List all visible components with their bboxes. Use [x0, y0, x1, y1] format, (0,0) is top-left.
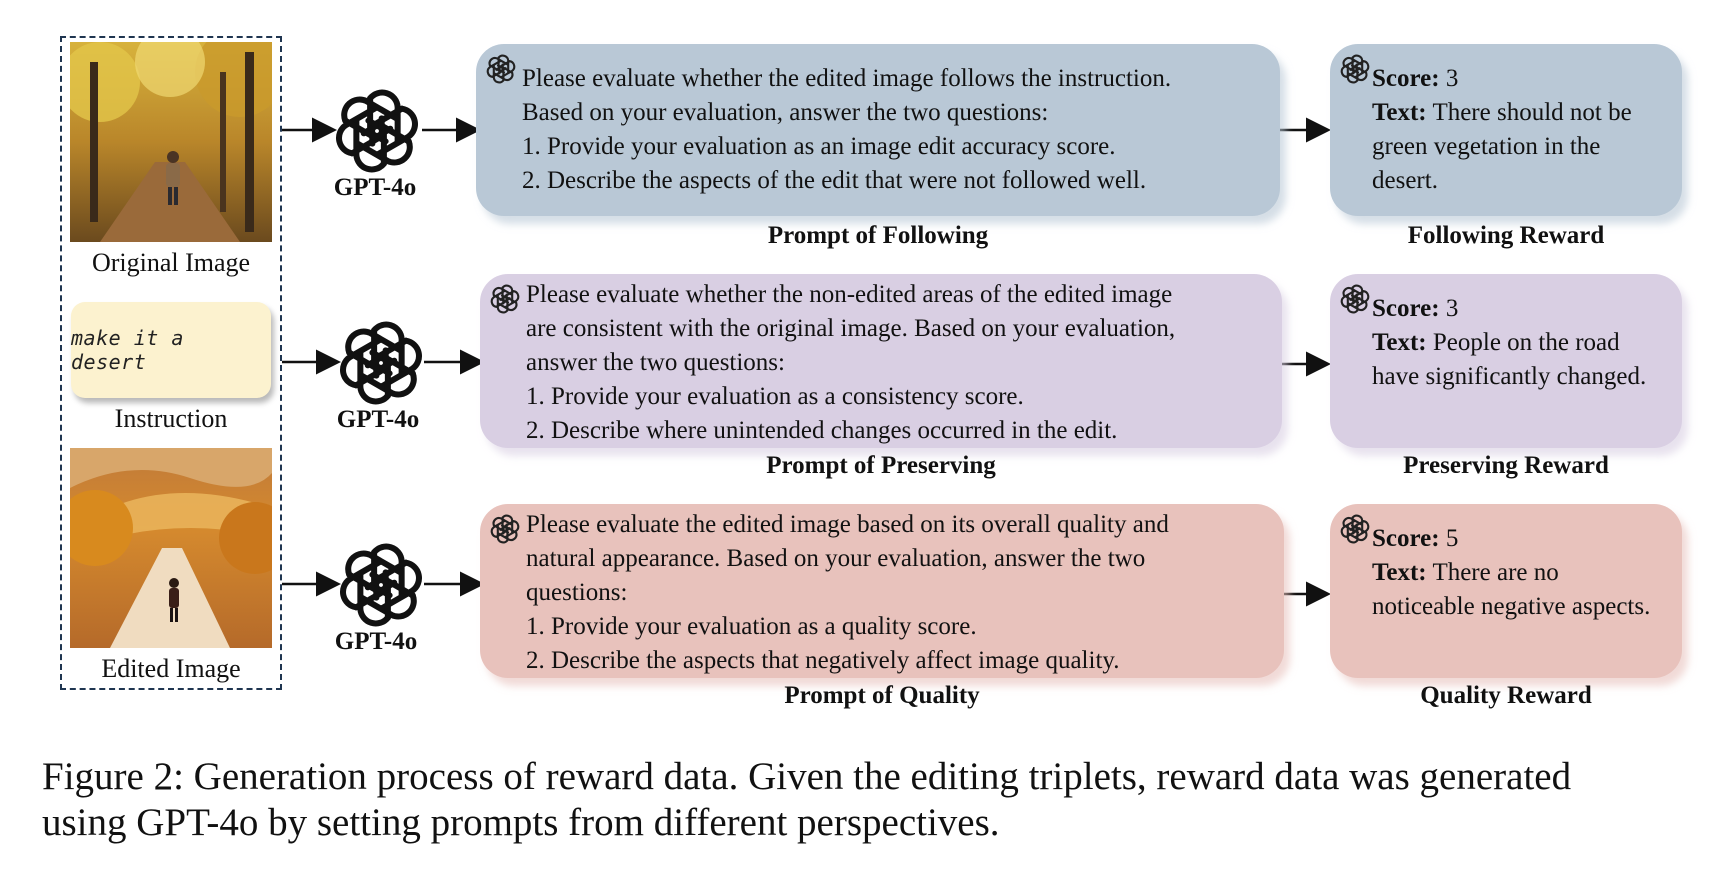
openai-logo-icon: [338, 320, 424, 406]
prompt-line: questions:: [526, 579, 628, 606]
gpt-label: GPT-4o: [334, 628, 418, 655]
prompt-line: Please evaluate whether the edited image…: [522, 65, 1172, 92]
text-label: Text:: [1372, 559, 1427, 586]
prompt-line: 2. Describe where unintended changes occ…: [526, 417, 1118, 444]
prompt-line: Please evaluate the edited image based o…: [526, 511, 1169, 538]
text-label: Text:: [1372, 329, 1427, 356]
score-value: 3: [1439, 295, 1459, 322]
reward-caption-following: Following Reward: [1407, 222, 1605, 249]
prompt-line: 2. Describe the aspects that negatively …: [526, 647, 1120, 674]
reward-text: There should not be: [1426, 99, 1632, 126]
openai-logo-icon: [338, 542, 424, 628]
figure-caption: Figure 2: Generation process of reward d…: [42, 754, 1722, 846]
openai-logo-icon: [1340, 54, 1370, 84]
reward-caption-quality: Quality Reward: [1420, 682, 1592, 709]
reward-text: green vegetation in the: [1372, 133, 1601, 160]
openai-logo-icon: [490, 284, 520, 314]
figure-caption-line: using GPT-4o by setting prompts from dif…: [42, 801, 1000, 844]
prompt-line: Based on your evaluation, answer the two…: [522, 99, 1049, 126]
openai-logo-icon: [486, 54, 516, 84]
prompt-caption-preserving: Prompt of Preserving: [766, 452, 996, 479]
reward-box-following: Score: 3 Text: There should not be green…: [1330, 44, 1682, 216]
reward-box-quality: Score: 5 Text: There are no noticeable n…: [1330, 504, 1682, 678]
score-label: Score:: [1372, 295, 1440, 322]
prompt-line: 1. Provide your evaluation as a quality …: [526, 613, 977, 640]
prompt-line: 1. Provide your evaluation as an image e…: [522, 133, 1116, 160]
prompt-line: 2. Describe the aspects of the edit that…: [522, 167, 1147, 194]
inputs-panel: [60, 36, 282, 690]
prompt-caption-following: Prompt of Following: [767, 222, 989, 249]
instruction-card: make it a desert: [71, 302, 271, 398]
edited-image-label: Edited Image: [101, 654, 241, 683]
reward-caption-preserving: Preserving Reward: [1403, 452, 1609, 479]
prompt-box-following: Please evaluate whether the edited image…: [476, 44, 1280, 216]
gpt-label: GPT-4o: [333, 174, 417, 201]
reward-text: People on the road: [1426, 329, 1620, 356]
text-label: Text:: [1372, 99, 1427, 126]
prompt-line: answer the two questions:: [526, 349, 785, 376]
prompt-box-preserving: Please evaluate whether the non-edited a…: [480, 274, 1282, 448]
score-label: Score:: [1372, 525, 1440, 552]
openai-logo-icon: [1340, 284, 1370, 314]
prompt-line: 1. Provide your evaluation as a consiste…: [526, 383, 1024, 410]
instruction-label: Instruction: [114, 404, 228, 433]
prompt-box-quality: Please evaluate the edited image based o…: [480, 504, 1284, 678]
original-image-label: Original Image: [91, 248, 251, 277]
gpt-label: GPT-4o: [336, 406, 420, 433]
prompt-line: natural appearance. Based on your evalua…: [526, 545, 1146, 572]
openai-logo-icon: [490, 514, 520, 544]
prompt-line: are consistent with the original image. …: [526, 315, 1176, 342]
original-image: [70, 42, 272, 242]
instruction-text: make it a desert: [71, 326, 184, 374]
edited-image: [70, 448, 272, 648]
prompt-line: Please evaluate whether the non-edited a…: [526, 281, 1173, 308]
reward-text: desert.: [1372, 167, 1438, 194]
reward-text: have significantly changed.: [1372, 363, 1647, 390]
openai-logo-icon: [334, 88, 420, 174]
prompt-caption-quality: Prompt of Quality: [784, 682, 980, 709]
reward-text: noticeable negative aspects.: [1372, 593, 1651, 620]
reward-text: There are no: [1426, 559, 1559, 586]
figure-caption-line: Figure 2: Generation process of reward d…: [42, 755, 1572, 798]
score-value: 5: [1439, 525, 1459, 552]
score-label: Score:: [1372, 65, 1440, 92]
openai-logo-icon: [1340, 514, 1370, 544]
score-value: 3: [1439, 65, 1459, 92]
reward-box-preserving: Score: 3 Text: People on the road have s…: [1330, 274, 1682, 448]
